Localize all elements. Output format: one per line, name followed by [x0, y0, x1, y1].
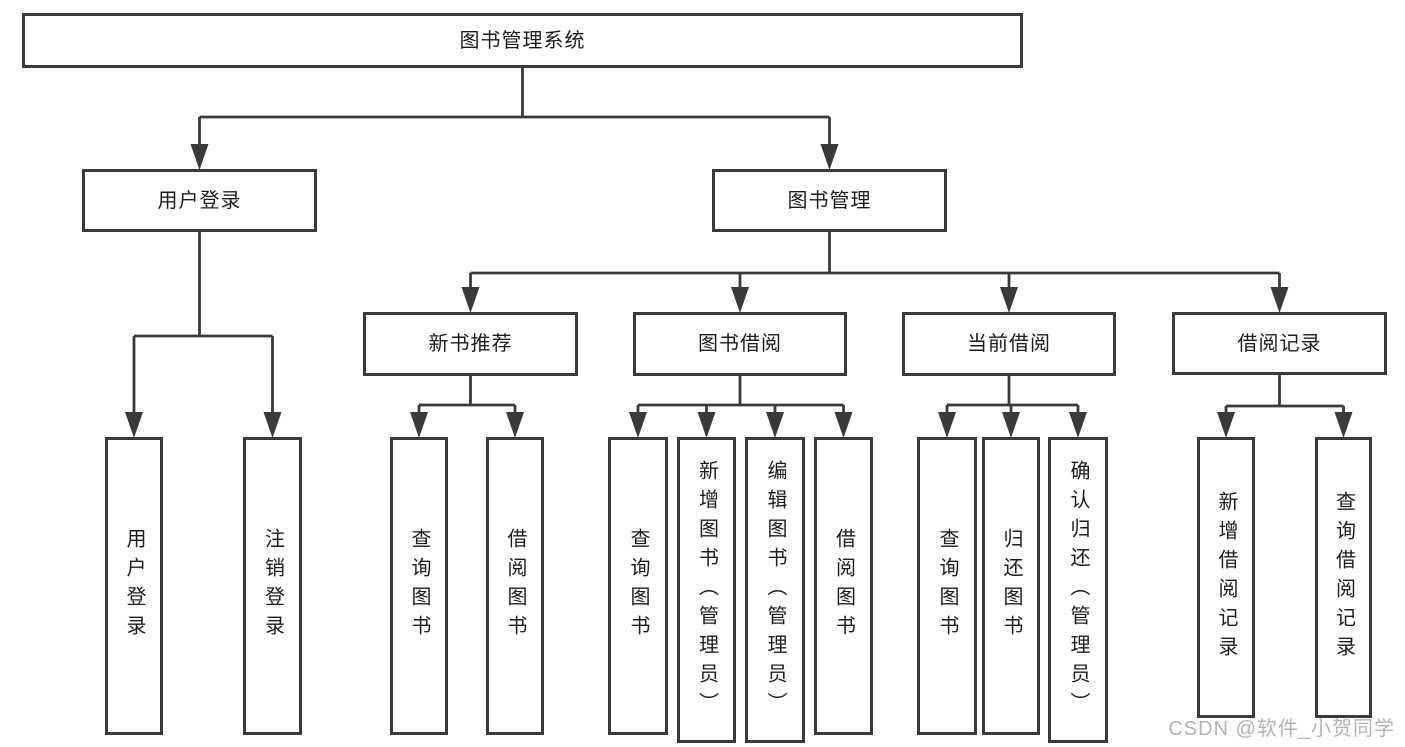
arrowhead-icon — [1270, 287, 1289, 313]
node-label-book-mgmt: 图书管理 — [787, 189, 872, 212]
node-label-bb-borrow-book: 借阅图书 — [832, 528, 855, 644]
node-label-new-book-rec: 新书推荐 — [428, 333, 513, 355]
arrowhead-icon — [410, 412, 428, 438]
node-label-cb-return-book: 归还图书 — [1000, 528, 1022, 644]
node-label-current-borrow: 当前借阅 — [967, 333, 1051, 355]
node-box-nbr-query-book: 查询图书 — [390, 437, 448, 735]
node-box-new-book-rec: 新书推荐 — [363, 312, 578, 376]
csdn-watermark: CSDN @软件_小贺同学 — [1168, 718, 1395, 740]
node-box-bb-borrow-book: 借阅图书 — [814, 437, 873, 735]
arrowhead-icon — [1217, 412, 1235, 438]
node-label-bb-query-book: 查询图书 — [627, 528, 649, 644]
node-label-system: 图书管理系统 — [459, 29, 586, 52]
node-box-bb-edit-book: 编辑图书（管理员） — [745, 437, 805, 743]
node-box-cb-return-book: 归还图书 — [982, 437, 1040, 735]
node-label-user-login: 用户登录 — [157, 189, 242, 212]
node-box-cb-confirm-return: 确认归还（管理员） — [1048, 437, 1108, 743]
arrowhead-icon — [506, 412, 524, 438]
node-box-book-borrow: 图书借阅 — [633, 312, 847, 376]
arrowhead-icon — [263, 412, 282, 438]
node-label-nbr-borrow-book: 借阅图书 — [504, 528, 526, 644]
node-label-bb-add-book: 新增图书（管理员） — [695, 459, 718, 721]
node-label-ul-login: 用户登录 — [123, 528, 145, 644]
node-label-book-borrow: 图书借阅 — [698, 333, 782, 355]
node-box-user-login: 用户登录 — [82, 169, 317, 232]
node-label-nbr-query-book: 查询图书 — [408, 528, 430, 644]
node-label-cb-query-book: 查询图书 — [936, 528, 958, 644]
node-box-br-add-record: 新增借阅记录 — [1197, 437, 1255, 718]
node-box-ul-logout: 注销登录 — [243, 437, 302, 735]
arrowhead-icon — [190, 144, 209, 170]
arrowhead-icon — [834, 412, 853, 438]
arrowhead-icon — [125, 412, 143, 438]
node-box-cb-query-book: 查询图书 — [917, 437, 977, 735]
arrowhead-icon — [766, 412, 784, 438]
node-label-cb-confirm-return: 确认归还（管理员） — [1067, 459, 1089, 721]
node-box-bb-add-book: 新增图书（管理员） — [677, 437, 736, 743]
arrowhead-icon — [1002, 412, 1020, 438]
arrowhead-icon — [461, 287, 480, 313]
arrowhead-icon — [731, 287, 749, 313]
arrowhead-icon — [820, 144, 839, 170]
node-box-borrow-records: 借阅记录 — [1172, 312, 1387, 375]
node-label-br-query-record: 查询借阅记录 — [1332, 490, 1355, 665]
arrowhead-icon — [629, 412, 647, 438]
node-box-ul-login: 用户登录 — [105, 437, 163, 735]
arrowhead-icon — [1000, 287, 1018, 313]
node-box-current-borrow: 当前借阅 — [902, 312, 1116, 376]
node-label-ul-logout: 注销登录 — [261, 528, 284, 644]
node-box-system: 图书管理系统 — [22, 13, 1023, 68]
node-label-borrow-records: 借阅记录 — [1237, 332, 1322, 355]
arrowhead-icon — [1069, 412, 1087, 438]
node-box-bb-query-book: 查询图书 — [608, 437, 668, 735]
node-label-br-add-record: 新增借阅记录 — [1215, 490, 1237, 665]
arrowhead-icon — [697, 412, 716, 438]
node-box-book-mgmt: 图书管理 — [712, 169, 947, 232]
node-box-nbr-borrow-book: 借阅图书 — [486, 437, 544, 735]
arrowhead-icon — [1334, 412, 1353, 438]
node-label-bb-edit-book: 编辑图书（管理员） — [764, 459, 786, 721]
arrowhead-icon — [938, 412, 956, 438]
node-box-br-query-record: 查询借阅记录 — [1315, 437, 1372, 718]
